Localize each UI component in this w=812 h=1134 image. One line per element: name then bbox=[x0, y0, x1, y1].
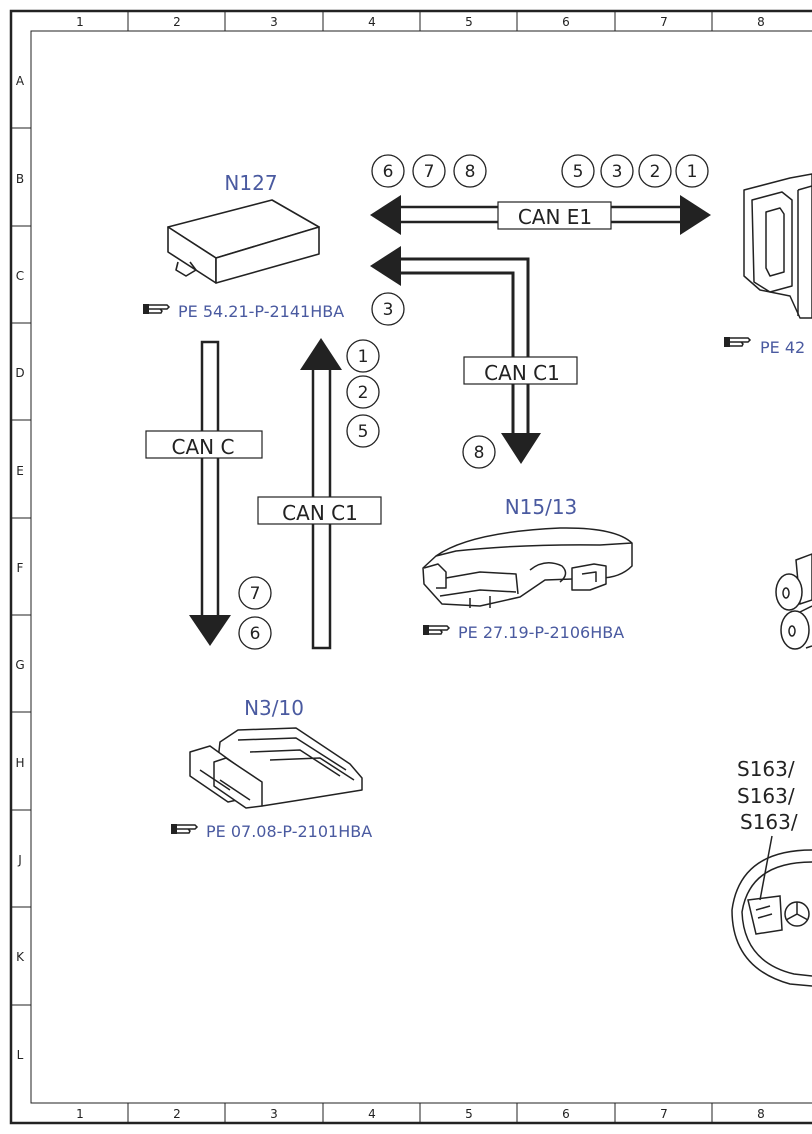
message-number-2-up: 2 bbox=[358, 383, 369, 403]
grid-col-6-bottom: 6 bbox=[562, 1107, 570, 1121]
can-e1-label-box bbox=[497, 201, 612, 230]
grid-col-1-bottom: 1 bbox=[76, 1107, 84, 1121]
n3-10-reference-link[interactable]: PE 07.08-P-2101HBA bbox=[206, 822, 372, 841]
n127-label: N127 bbox=[224, 171, 277, 195]
pointing-hand-icon-n3-10 bbox=[170, 823, 198, 835]
message-number-2: 2 bbox=[650, 162, 661, 182]
grid-col-3-bottom: 3 bbox=[270, 1107, 278, 1121]
can-c-bus-arrow bbox=[189, 340, 231, 646]
switch-label-3: S163/ bbox=[740, 810, 798, 834]
message-number-7: 7 bbox=[424, 162, 435, 182]
n15-13-module bbox=[422, 527, 633, 608]
message-number-5-up: 5 bbox=[358, 422, 369, 442]
n15-13-label: N15/13 bbox=[505, 495, 578, 519]
message-number-8: 8 bbox=[465, 162, 476, 182]
can-e1-label: CAN E1 bbox=[518, 205, 592, 229]
grid-row-h: H bbox=[15, 756, 24, 770]
grid-row-c: C bbox=[16, 269, 24, 283]
message-number-5: 5 bbox=[573, 162, 584, 182]
message-number-8-down: 8 bbox=[474, 443, 485, 463]
can-c-label: CAN C bbox=[172, 435, 235, 459]
pointing-hand-icon-right bbox=[723, 336, 751, 348]
message-number-3-side: 3 bbox=[383, 300, 394, 320]
grid-col-6: 6 bbox=[562, 15, 570, 29]
can-c1-bus-arrow bbox=[370, 246, 541, 464]
switch-label-1: S163/ bbox=[737, 757, 795, 781]
message-number-7-down: 7 bbox=[250, 584, 261, 604]
grid-col-1: 1 bbox=[76, 15, 84, 29]
grid-col-5: 5 bbox=[465, 15, 473, 29]
message-number-1: 1 bbox=[687, 162, 698, 182]
right-component-f bbox=[775, 553, 812, 650]
grid-col-4: 4 bbox=[368, 15, 376, 29]
grid-row-g: G bbox=[15, 658, 24, 672]
can-c1-left-label-box bbox=[257, 496, 382, 525]
grid-col-7-bottom: 7 bbox=[660, 1107, 668, 1121]
grid-row-k: K bbox=[16, 950, 25, 964]
grid-row-j: J bbox=[17, 853, 22, 867]
grid-row-e: E bbox=[16, 464, 24, 478]
n127-reference-link[interactable]: PE 54.21-P-2141HBA bbox=[178, 302, 344, 321]
can-c-label-box bbox=[145, 430, 263, 459]
n3-10-label: N3/10 bbox=[244, 696, 304, 720]
grid-row-f: F bbox=[17, 561, 24, 575]
can-c1-top-label: CAN C1 bbox=[484, 361, 560, 385]
message-number-1-up: 1 bbox=[358, 347, 369, 367]
grid-row-l: L bbox=[17, 1048, 24, 1062]
can-c1-left-label: CAN C1 bbox=[282, 501, 358, 525]
can-c1-up-bus-arrow bbox=[300, 338, 342, 650]
grid-row-a: A bbox=[16, 74, 25, 88]
message-number-3: 3 bbox=[612, 162, 623, 182]
grid-row-b: B bbox=[16, 172, 24, 186]
n127-module bbox=[167, 199, 320, 284]
can-c1-top-label-box bbox=[463, 356, 578, 385]
n15-13-reference-link[interactable]: PE 27.19-P-2106HBA bbox=[458, 623, 624, 642]
grid-col-7: 7 bbox=[660, 15, 668, 29]
message-number-6: 6 bbox=[383, 162, 394, 182]
grid-row-d: D bbox=[15, 366, 24, 380]
steering-wheel bbox=[731, 835, 812, 987]
grid-col-3: 3 bbox=[270, 15, 278, 29]
grid-col-8-bottom: 8 bbox=[757, 1107, 765, 1121]
inner-frame bbox=[30, 30, 812, 1104]
grid-col-4-bottom: 4 bbox=[368, 1107, 376, 1121]
n3-10-module bbox=[189, 727, 363, 809]
pointing-hand-icon bbox=[142, 303, 170, 315]
message-number-6-down: 6 bbox=[250, 624, 261, 644]
outer-frame bbox=[9, 9, 812, 1125]
grid-col-2: 2 bbox=[173, 15, 181, 29]
right-unit-reference-link[interactable]: PE 42 bbox=[760, 338, 805, 357]
pointing-hand-icon-n15-13 bbox=[422, 624, 450, 636]
switch-label-2: S163/ bbox=[737, 784, 795, 808]
grid-col-2-bottom: 2 bbox=[173, 1107, 181, 1121]
right-control-unit bbox=[743, 173, 812, 319]
grid-col-8: 8 bbox=[757, 15, 765, 29]
grid-col-5-bottom: 5 bbox=[465, 1107, 473, 1121]
